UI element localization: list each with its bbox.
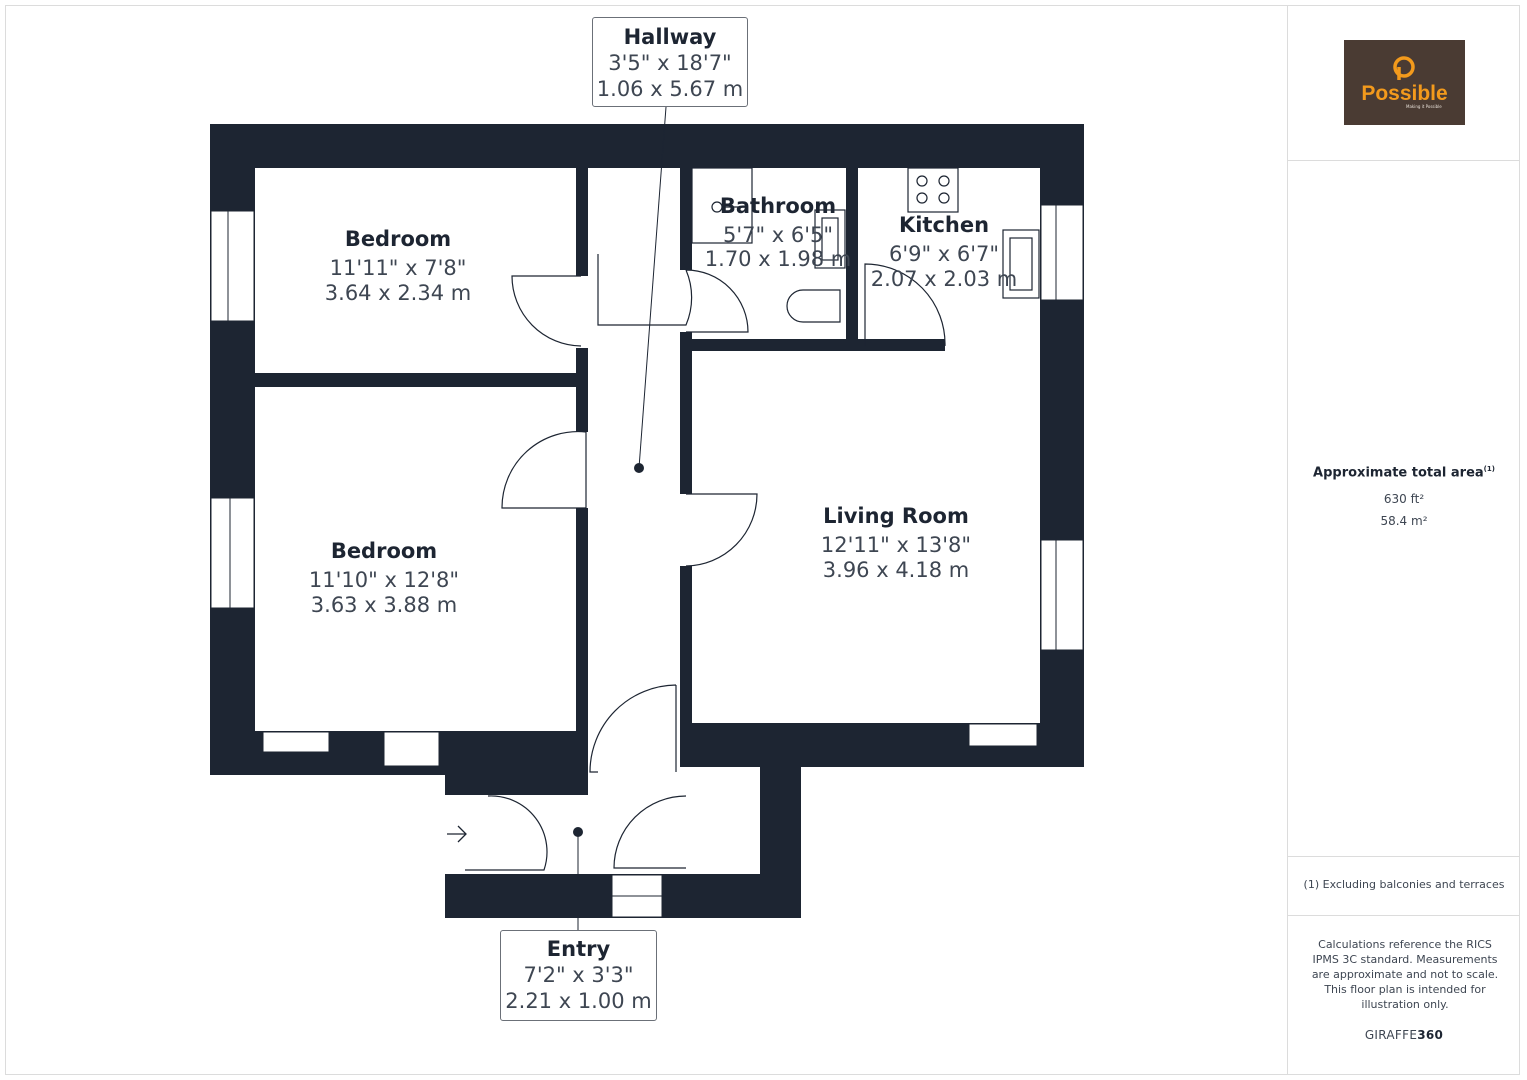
footnote: (1) Excluding balconies and terraces: [1303, 878, 1505, 891]
bathroom-metric: 1.70 x 1.98 m: [705, 247, 851, 271]
area-imperial: 630 ft²: [1383, 492, 1425, 506]
living-imperial: 12'11" x 13'8": [821, 533, 971, 557]
window: [262, 731, 330, 753]
page-frame: [5, 5, 1520, 1075]
entry-callout: Entry 7'2" x 3'3" 2.21 x 1.00 m: [500, 930, 657, 1021]
bedroom1-imperial: 11'11" x 7'8": [330, 256, 467, 280]
door-hall: [589, 684, 677, 773]
brand-name: GIRAFFE360: [1288, 1028, 1520, 1042]
walls: [210, 124, 1084, 918]
entry-imperial: 7'2" x 3'3": [523, 963, 634, 987]
living-metric: 3.96 x 4.18 m: [823, 558, 969, 582]
area-note-marker: (1): [1483, 465, 1495, 473]
windows: [210, 204, 1084, 918]
bedroom2-metric: 3.63 x 3.88 m: [311, 593, 457, 617]
hallway-name: Hallway: [623, 25, 717, 49]
hallway-marker: [634, 463, 644, 473]
sidebar-separator: [1288, 160, 1520, 161]
entry-name: Entry: [546, 937, 611, 961]
fixtures: [691, 167, 1040, 323]
hob: [907, 167, 959, 213]
bedroom2-imperial: 11'10" x 12'8": [309, 568, 459, 592]
entry-marker: [573, 827, 583, 837]
area-title-text: Approximate total area: [1313, 465, 1484, 481]
door-bedroom2: [501, 430, 587, 509]
window: [210, 210, 255, 322]
hallway-callout: Hallway 3'5" x 18'7" 1.06 x 5.67 m: [592, 17, 748, 107]
window: [210, 497, 255, 609]
callout-leaders: [577, 106, 667, 930]
logo-p-icon: [1393, 56, 1415, 80]
bathroom-imperial: 5'7" x 6'5": [723, 223, 833, 247]
toilet: [786, 289, 841, 323]
entry-metric: 2.21 x 1.00 m: [505, 989, 652, 1013]
bedroom1-name: Bedroom: [345, 227, 451, 251]
brand-bold: 360: [1417, 1028, 1444, 1042]
hallway-metric: 1.06 x 5.67 m: [596, 77, 744, 101]
doors: [465, 254, 946, 871]
logo-text: Possible: [1361, 82, 1448, 105]
sidebar-divider: [1287, 5, 1288, 1075]
window: [1040, 204, 1084, 301]
brand-light: GIRAFFE: [1364, 1028, 1418, 1042]
bedroom1-metric: 3.64 x 2.34 m: [325, 281, 471, 305]
door-kitchen: [864, 263, 946, 347]
company-logo: Possible Making it Possible: [1344, 40, 1465, 125]
door-living: [685, 493, 758, 567]
hallway-imperial: 3'5" x 18'7": [608, 51, 732, 75]
logo-tagline: Making it Possible: [1406, 104, 1442, 109]
window: [968, 723, 1038, 747]
bathroom-name: Bathroom: [720, 194, 836, 218]
bedroom2-name: Bedroom: [331, 539, 437, 563]
sidebar-separator: [1288, 915, 1520, 916]
area-metric: 58.4 m²: [1380, 514, 1428, 528]
living-name: Living Room: [823, 504, 969, 528]
entry-arrow-icon: [447, 825, 467, 843]
sidebar-separator: [1288, 856, 1520, 857]
area-title: Approximate total area(1): [1288, 465, 1520, 480]
door-bathroom: [597, 254, 749, 333]
floor-plan: Bedroom 11'11" x 7'8" 3.64 x 2.34 m Bedr…: [210, 106, 1084, 930]
disclaimer: Calculations reference the RICS IPMS 3C …: [1311, 938, 1499, 1011]
kitchen-metric: 2.07 x 2.03 m: [871, 267, 1017, 291]
door-entry: [465, 795, 548, 871]
door-entry-inner: [613, 795, 687, 869]
window: [383, 731, 440, 767]
kitchen-imperial: 6'9" x 6'7": [889, 242, 999, 266]
door-bedroom1: [511, 275, 582, 347]
kitchen-name: Kitchen: [899, 213, 989, 237]
window: [1040, 539, 1084, 651]
